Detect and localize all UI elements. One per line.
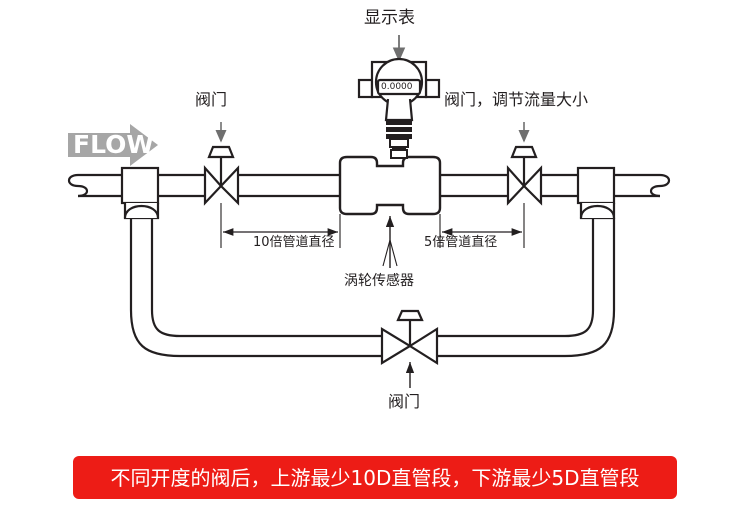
advisory-banner-text: 不同开度的阀后，上游最少10D直管段，下游最少5D直管段 [110, 465, 640, 490]
upstream-valve-label: 阀门 [195, 90, 228, 109]
flow-arrow-label: FLOW [73, 130, 154, 159]
main-pipe-run [78, 173, 660, 198]
meter-display-value: 0.0000 [381, 82, 413, 92]
bypass-valve [380, 309, 439, 365]
downstream-valve [506, 145, 543, 206]
turbine-sensor-body [338, 155, 442, 216]
sensor-leader-arrow [382, 216, 398, 268]
upstream-dimension-label: 10倍管道直径 [253, 235, 335, 250]
bypass-loop-pipe [129, 218, 616, 358]
tee-fitting-left [120, 166, 160, 220]
flow-direction-arrow [68, 124, 158, 166]
display-meter [357, 57, 441, 122]
dimension-extension-lines [220, 203, 525, 248]
pipe-break-symbol-right [649, 173, 671, 198]
tee-fitting-right [576, 166, 616, 220]
downstream-dimension-label: 5倍管道直径 [424, 235, 498, 250]
pipe-break-symbol-left [67, 173, 89, 198]
bypass-valve-label: 阀门 [388, 392, 421, 411]
sensor-mount-boss [390, 149, 408, 159]
advisory-banner: 不同开度的阀后，上游最少10D直管段，下游最少5D直管段 [73, 456, 677, 499]
downstream-valve-label: 阀门，调节流量大小 [444, 90, 589, 109]
sensor-label: 涡轮传感器 [344, 273, 414, 289]
upstream-valve [203, 145, 240, 206]
meter-title-label: 显示表 [364, 8, 415, 28]
